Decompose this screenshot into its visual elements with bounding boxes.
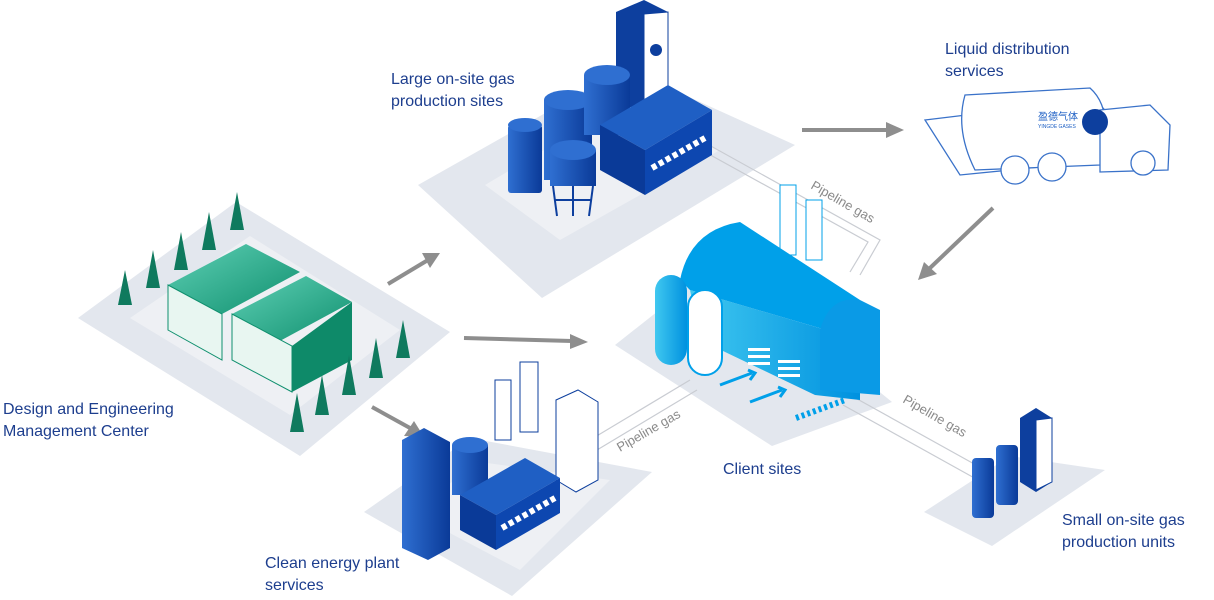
label-liquid-1: Liquid distribution (945, 41, 1070, 58)
pipeline-label-right: Pipeline gas (901, 392, 970, 441)
label-small-1: Small on-site gas (1062, 512, 1185, 529)
label-design-1: Design and Engineering (3, 401, 174, 418)
label-small-2: production units (1062, 534, 1175, 551)
label-clean-2: services (265, 577, 324, 594)
truck-logo-cn: 盈德气体 (1038, 110, 1078, 123)
label-clean-1: Clean energy plant (265, 555, 400, 572)
label-large-sites-2: production sites (391, 93, 503, 110)
large-production-plant (508, 0, 712, 217)
label-large-sites-1: Large on-site gas (391, 71, 515, 88)
truck-logo-en: YINGDE GASES (1038, 124, 1076, 130)
client-site-plant (655, 184, 880, 421)
small-production-units (972, 408, 1053, 518)
design-center-building (118, 192, 410, 432)
label-design-2: Management Center (3, 423, 150, 440)
pipeline-label-left: Pipeline gas (614, 406, 683, 455)
clean-energy-plant (402, 361, 599, 560)
trees (118, 192, 410, 432)
label-liquid-2: services (945, 63, 1004, 80)
tanker-truck: 盈德气体 YINGDE GASES (923, 87, 1171, 185)
flow-arrows (371, 122, 995, 437)
pipelines (589, 139, 986, 481)
label-client-sites: Client sites (723, 461, 801, 478)
